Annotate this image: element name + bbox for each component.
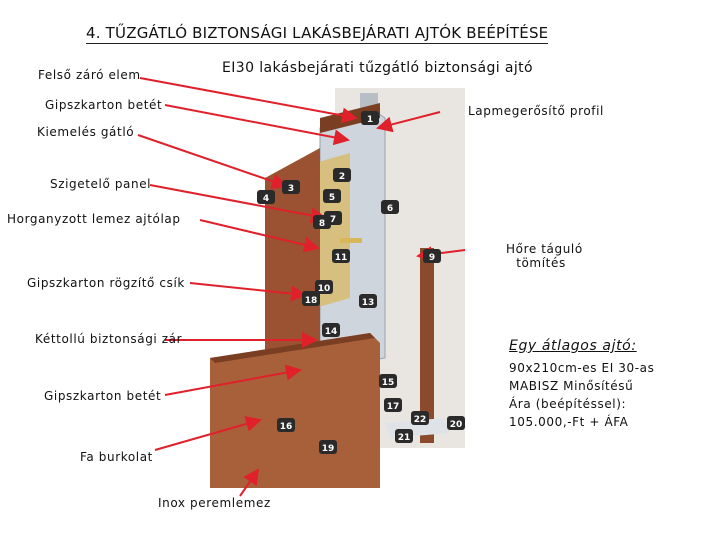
info-line-2: MABISZ Minősítésű	[509, 379, 634, 393]
label-inox-peremlemez: Inox peremlemez	[158, 496, 271, 510]
price-info: Egy átlagos ajtó: 90x210cm-es EI 30-as M…	[509, 337, 709, 431]
info-heading: Egy átlagos ajtó:	[509, 338, 637, 354]
label-kiemeles-gatlo: Kiemelés gátló	[37, 125, 135, 139]
slide-subtitle: EI30 lakásbejárati tűzgátló biztonsági a…	[222, 60, 534, 76]
label-lapmegerosito-profil: Lapmegerősítő profil	[468, 104, 604, 118]
insulation-panel	[315, 153, 350, 308]
door-handle	[340, 238, 362, 243]
info-line-3: Ára (beépítéssel):	[509, 397, 627, 411]
label-gipszkarton-rogzito: Gipszkarton rögzítő csík	[27, 276, 185, 290]
label-gipszkarton-betet-bottom: Gipszkarton betét	[44, 389, 162, 403]
label-szigetelo-panel: Szigetelő panel	[50, 177, 152, 191]
label-gipszkarton-betet-top: Gipszkarton betét	[45, 98, 163, 112]
label-fa-burkolat: Fa burkolat	[80, 450, 153, 464]
label-hore-tagulo-line1: Hőre táguló	[506, 242, 583, 256]
info-line-1: 90x210cm-es EI 30-as	[509, 361, 655, 375]
door-leaf-edge	[210, 333, 375, 363]
info-line-4: 105.000,-Ft + ÁFA	[509, 415, 629, 429]
slide-title: 4. TŰZGÁTLÓ BIZTONSÁGI LAKÁSBEJÁRATI AJT…	[86, 24, 549, 44]
door-cutaway-illustration	[210, 88, 465, 488]
label-hore-tagulo-line2: tömítés	[516, 256, 566, 270]
label-horganyzott-lemez: Horganyzott lemez ajtólap	[7, 212, 181, 226]
label-felso-zaro-elem: Felső záró elem	[38, 68, 141, 82]
label-hore-tagulo-tomites: Hőre táguló tömítés	[506, 242, 582, 270]
label-kettollu-zar: Kéttollú biztonsági zár	[35, 332, 183, 346]
door-jamb	[420, 248, 434, 443]
